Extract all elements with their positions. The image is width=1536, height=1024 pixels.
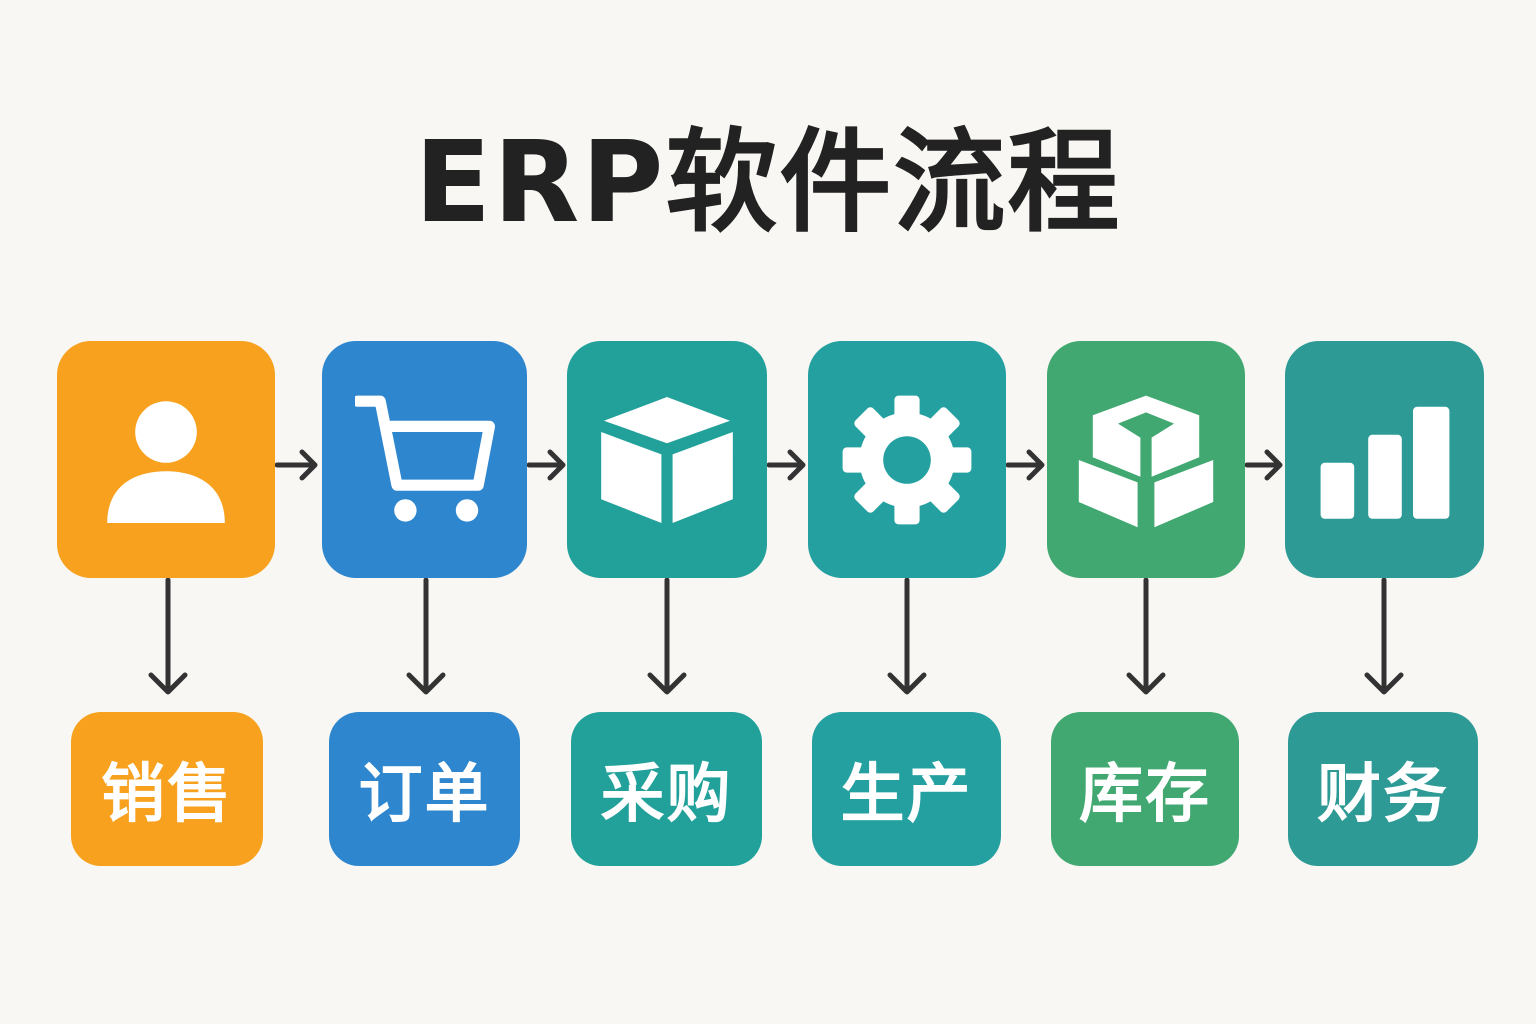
right-arrow-1	[274, 449, 318, 481]
down-arrow-1	[148, 577, 188, 695]
user-icon	[107, 400, 225, 523]
step-label-order: 订单	[329, 712, 520, 866]
cart-icon	[354, 395, 495, 522]
right-arrow-4	[1005, 449, 1045, 481]
step-label-purchase: 采购	[571, 712, 762, 866]
right-arrow-2	[526, 449, 566, 481]
finance-icon-box	[1285, 341, 1484, 578]
boxes-icon	[1078, 395, 1214, 527]
right-arrow-5	[1244, 449, 1283, 481]
gear-icon	[842, 395, 972, 524]
down-arrow-3	[647, 577, 687, 695]
step-label-finance: 财务	[1288, 712, 1478, 866]
inventory-icon-box	[1047, 341, 1245, 578]
bar-chart-icon	[1320, 406, 1449, 519]
right-arrow-3	[766, 449, 806, 481]
step-label-sales: 销售	[71, 712, 263, 866]
down-arrow-6	[1364, 577, 1404, 695]
down-arrow-4	[887, 577, 927, 695]
purchase-icon-box	[567, 341, 767, 578]
down-arrow-5	[1126, 577, 1166, 695]
cube-icon	[601, 396, 733, 523]
sales-icon-box	[57, 341, 275, 578]
step-label-inventory: 库存	[1051, 712, 1239, 866]
page-title: ERP软件流程	[414, 118, 1122, 248]
step-label-production: 生产	[812, 712, 1001, 866]
down-arrow-2	[406, 577, 446, 695]
order-icon-box	[322, 341, 527, 578]
production-icon-box	[808, 341, 1006, 578]
